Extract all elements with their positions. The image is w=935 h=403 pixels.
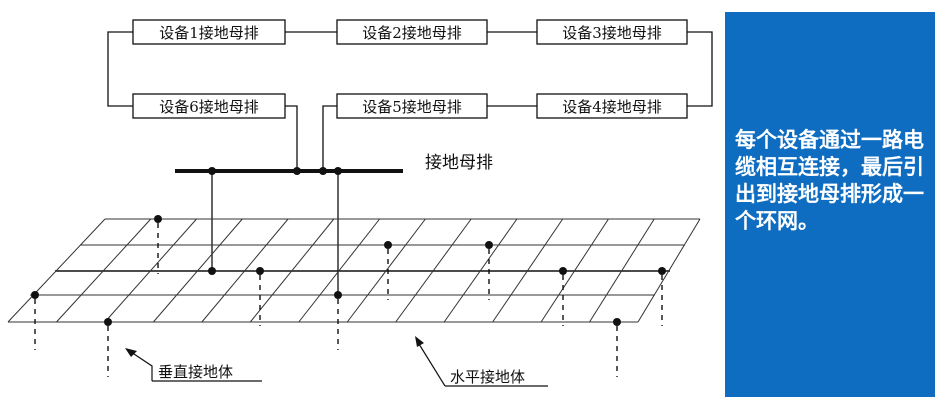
- callout-vertical: 垂直接地体: [125, 348, 262, 382]
- grid-column-line: [56, 218, 152, 323]
- busbar-junction-dot: [334, 167, 342, 175]
- note-text: 每个设备通过一路电缆相互连接，最后引出到接地母排形成一个环网。: [735, 128, 924, 233]
- busbar-junction-dot: [293, 167, 301, 175]
- grid-column-line: [7, 218, 106, 323]
- junction-dots: [31, 167, 666, 326]
- junction-dot: [658, 267, 666, 275]
- grid-column-line: [249, 218, 335, 323]
- vertical-rods: [34, 223, 663, 377]
- grid-column-line: [395, 218, 472, 323]
- grid-column-line: [589, 218, 655, 323]
- callout-vertical-label: 垂直接地体: [158, 363, 233, 381]
- device-box-4: 设备4接地母排: [536, 93, 688, 119]
- callout-horizontal-label: 水平接地体: [450, 368, 525, 386]
- callout-horizontal: 水平接地体: [415, 336, 548, 387]
- grid-column-line: [443, 218, 518, 323]
- device-box-6: 设备6接地母排: [132, 93, 286, 119]
- grid-column-line: [153, 218, 243, 323]
- grid-column-line: [346, 218, 426, 323]
- grid-column-line: [201, 218, 289, 323]
- junction-dot: [104, 318, 112, 326]
- grid-column-line: [298, 218, 381, 323]
- junction-dot: [559, 267, 567, 275]
- device-box-1: 设备1接地母排: [132, 19, 286, 45]
- grid-column-line: [540, 218, 609, 323]
- grid-column-line: [492, 218, 564, 323]
- grid-column-line: [104, 218, 197, 323]
- busbar-junction-dot: [319, 167, 327, 175]
- junction-dot: [31, 291, 39, 299]
- ground-grid: [7, 218, 701, 323]
- busbar-drops: [211, 171, 339, 295]
- junction-dot: [613, 318, 621, 326]
- device-label-2: 设备2接地母排: [362, 24, 462, 42]
- junction-dot: [256, 267, 264, 275]
- busbar-junction-dot: [208, 167, 216, 175]
- device-label-4: 设备4接地母排: [562, 98, 662, 116]
- junction-dot: [154, 215, 162, 223]
- junction-dot: [208, 267, 216, 275]
- note-panel: 每个设备通过一路电缆相互连接，最后引出到接地母排形成一个环网。: [725, 12, 935, 397]
- device-label-1: 设备1接地母排: [159, 24, 259, 42]
- busbar-label: 接地母排: [425, 153, 493, 173]
- device-label-3: 设备3接地母排: [562, 24, 662, 42]
- device-label-6: 设备6接地母排: [159, 98, 259, 116]
- device-box-2: 设备2接地母排: [336, 19, 488, 45]
- junction-dot: [485, 241, 493, 249]
- device-box-3: 设备3接地母排: [536, 19, 688, 45]
- loop-wires: [107, 31, 713, 171]
- junction-dot: [384, 241, 392, 249]
- device-label-5: 设备5接地母排: [362, 98, 462, 116]
- device-box-5: 设备5接地母排: [336, 93, 488, 119]
- grid-column-line: [637, 218, 701, 323]
- junction-dot: [334, 291, 342, 299]
